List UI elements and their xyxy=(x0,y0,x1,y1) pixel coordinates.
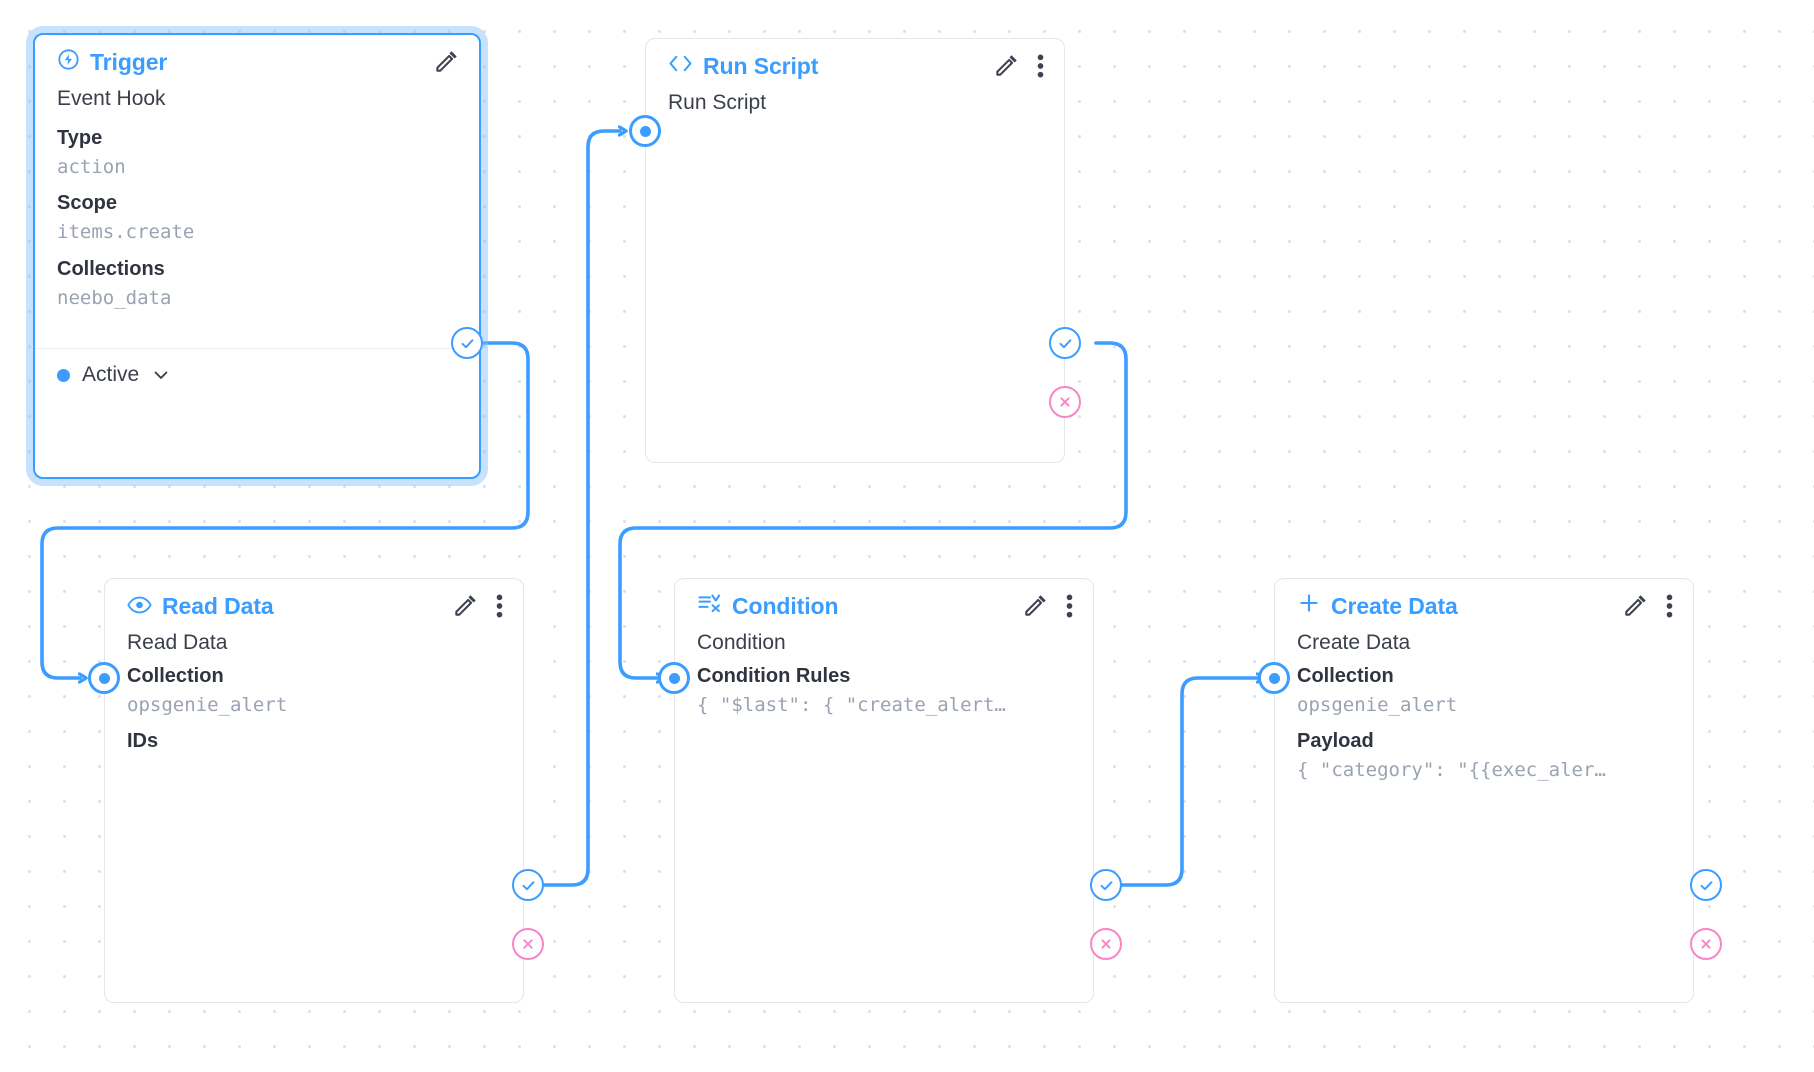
field-label-condition-rules: Condition Rules xyxy=(697,664,851,687)
node-title-label: Condition xyxy=(732,592,839,619)
node-read-data[interactable]: Read Data Read Dat xyxy=(104,578,524,1003)
more-options-icon[interactable] xyxy=(496,593,503,619)
node-body: Event Hook Type action Scope items.creat… xyxy=(35,69,479,312)
operation-name: Run Script xyxy=(668,91,767,114)
chevron-down-icon[interactable] xyxy=(151,365,171,385)
node-trigger[interactable]: Trigger Event Hook Type action Scope ite… xyxy=(33,33,481,479)
more-options-icon[interactable] xyxy=(1666,593,1673,619)
edit-icon[interactable] xyxy=(1622,593,1648,619)
field-label-payload: Payload xyxy=(1297,730,1374,753)
edge-condition-to-create-data xyxy=(1120,678,1258,887)
field-label-scope: Scope xyxy=(57,192,118,215)
node-header-actions xyxy=(1022,593,1073,619)
field-label-type: Type xyxy=(57,126,103,149)
reject-port[interactable] xyxy=(1049,386,1081,418)
node-condition[interactable]: Condition Conditio xyxy=(674,578,1094,1003)
field-value-type: action xyxy=(57,155,126,178)
node-body: Run Script xyxy=(646,73,1064,120)
input-port[interactable] xyxy=(88,662,120,694)
condition-icon xyxy=(697,592,722,620)
operation-name: Create Data xyxy=(1297,631,1411,654)
node-title: Read Data xyxy=(127,593,274,620)
node-body: Condition Condition Rules { "$last": { "… xyxy=(675,613,1093,719)
edit-icon[interactable] xyxy=(993,53,1019,79)
plus-icon xyxy=(1297,591,1321,621)
edit-icon[interactable] xyxy=(433,49,459,75)
field-label-collection: Collection xyxy=(127,664,224,687)
field-value-collections: neebo_data xyxy=(57,286,172,309)
resolve-port[interactable] xyxy=(1090,869,1122,901)
node-title: Run Script xyxy=(668,53,818,80)
field-value-payload: { "category": "{{exec_aler… xyxy=(1297,759,1606,782)
edge-read-data-to-run-script xyxy=(542,131,620,887)
node-header: Read Data xyxy=(105,579,523,619)
node-header: Condition xyxy=(675,579,1093,619)
input-port[interactable] xyxy=(658,662,690,694)
input-port[interactable] xyxy=(1258,662,1290,694)
node-header: Create Data xyxy=(1275,579,1693,619)
resolve-port[interactable] xyxy=(1690,869,1722,901)
trigger-status[interactable]: Active xyxy=(35,349,479,387)
node-body: Create Data Collection opsgenie_alert Pa… xyxy=(1275,613,1693,785)
field-label-collection: Collection xyxy=(1297,664,1394,687)
operation-name: Read Data xyxy=(127,631,228,654)
node-run-script[interactable]: Run Script Run Scr xyxy=(645,38,1065,463)
edit-icon[interactable] xyxy=(452,593,478,619)
resolve-port[interactable] xyxy=(512,869,544,901)
node-header-actions xyxy=(452,593,503,619)
edit-icon[interactable] xyxy=(1022,593,1048,619)
node-title: Trigger xyxy=(57,48,167,77)
input-port[interactable] xyxy=(629,115,661,147)
node-title-label: Run Script xyxy=(703,52,819,79)
field-label-collections: Collections xyxy=(57,257,165,280)
node-title-label: Create Data xyxy=(1331,592,1458,619)
node-title-label: Trigger xyxy=(90,48,168,75)
node-create-data[interactable]: Create Data Create xyxy=(1274,578,1694,1003)
reject-port[interactable] xyxy=(512,928,544,960)
status-dot xyxy=(57,368,70,382)
more-options-icon[interactable] xyxy=(1066,593,1073,619)
bolt-circle-icon xyxy=(57,48,80,77)
node-title-label: Read Data xyxy=(162,592,274,619)
field-value-collection: opsgenie_alert xyxy=(127,693,288,716)
field-label-ids: IDs xyxy=(127,730,159,753)
field-value-collection: opsgenie_alert xyxy=(1297,693,1458,716)
field-value-scope: items.create xyxy=(57,221,195,244)
node-header-actions xyxy=(433,49,459,75)
node-title: Create Data xyxy=(1297,591,1458,621)
node-header-actions xyxy=(1622,593,1673,619)
more-options-icon[interactable] xyxy=(1037,53,1044,79)
code-brackets-icon xyxy=(668,53,693,80)
resolve-port[interactable] xyxy=(1049,327,1081,359)
reject-port[interactable] xyxy=(1690,928,1722,960)
field-value-condition-rules: { "$last": { "create_alert… xyxy=(697,693,1006,716)
node-header-actions xyxy=(993,53,1044,79)
operation-name: Event Hook xyxy=(57,87,166,110)
reject-port[interactable] xyxy=(1090,928,1122,960)
status-label: Active xyxy=(82,363,140,387)
node-header: Run Script xyxy=(646,39,1064,79)
eye-icon xyxy=(127,593,152,620)
node-body: Read Data Collection opsgenie_alert IDs xyxy=(105,613,523,756)
node-header: Trigger xyxy=(35,35,479,75)
resolve-port[interactable] xyxy=(451,327,483,359)
operation-name: Condition xyxy=(697,631,786,654)
node-title: Condition xyxy=(697,592,839,620)
